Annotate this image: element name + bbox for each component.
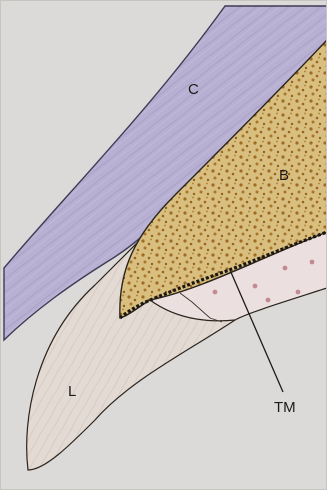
- cell-dot: [253, 284, 258, 289]
- cell-dot: [283, 266, 288, 271]
- cell-dot: [266, 298, 271, 303]
- cell-dot: [310, 260, 315, 265]
- cell-dot: [296, 290, 301, 295]
- label-ligament: L: [68, 383, 76, 400]
- cell-dot: [213, 290, 218, 295]
- label-cartilage: C: [188, 81, 199, 98]
- label-bone: B: [279, 167, 289, 184]
- label-tidemark: TM: [274, 399, 296, 416]
